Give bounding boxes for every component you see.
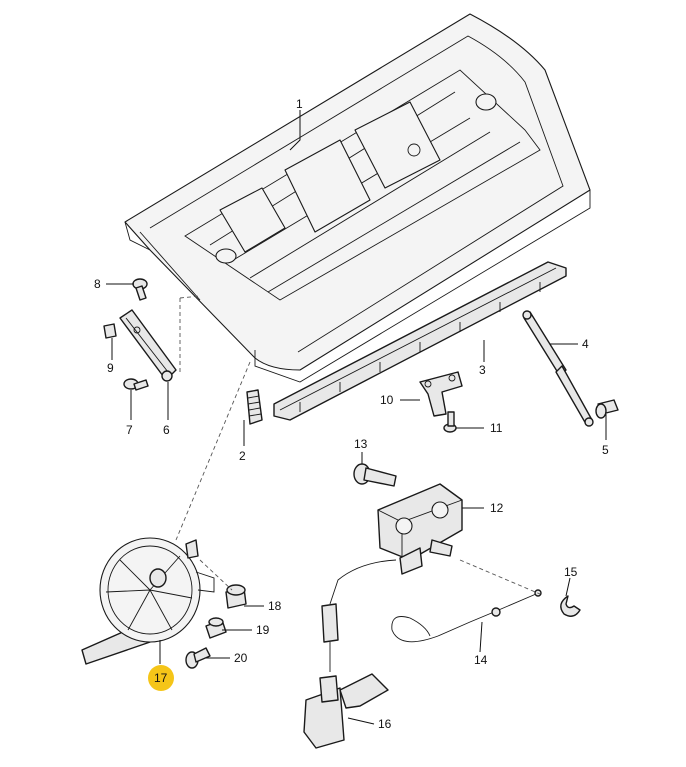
callout-15[interactable]: 15 [564, 565, 578, 579]
callout-4[interactable]: 4 [582, 337, 589, 351]
callout-3[interactable]: 3 [479, 363, 486, 377]
callout-18[interactable]: 18 [268, 599, 282, 613]
callout-10[interactable]: 10 [380, 393, 394, 407]
callout-19[interactable]: 19 [256, 623, 270, 637]
ball-stud[interactable] [595, 399, 619, 419]
callout-6[interactable]: 6 [163, 423, 170, 437]
callout-7[interactable]: 7 [126, 423, 133, 437]
bolt-8[interactable] [132, 278, 148, 301]
cap-9[interactable] [103, 323, 117, 339]
release-cable[interactable] [391, 589, 542, 643]
lock-12[interactable] [377, 483, 463, 575]
bolt-7[interactable] [123, 378, 149, 391]
fan-17[interactable] [81, 537, 215, 665]
hinge[interactable] [119, 309, 177, 382]
spoiler-strip[interactable] [273, 261, 567, 421]
callout-16[interactable]: 16 [378, 717, 392, 731]
grommet-18[interactable] [225, 584, 247, 609]
callout-8[interactable]: 8 [94, 277, 101, 291]
callout-9[interactable]: 9 [107, 361, 114, 375]
callout-20[interactable]: 20 [234, 651, 248, 665]
callout-13[interactable]: 13 [354, 437, 368, 451]
rubber-buffer[interactable] [246, 389, 263, 425]
assembly-lines [175, 295, 541, 595]
bolt-20[interactable] [185, 647, 211, 669]
callout-11[interactable]: 11 [490, 421, 503, 435]
callout-2[interactable]: 2 [239, 449, 246, 463]
screw-11[interactable] [443, 411, 457, 433]
callout-14[interactable]: 14 [474, 653, 488, 667]
nut-19[interactable] [205, 617, 227, 639]
callout-1[interactable]: 1 [296, 97, 303, 111]
callout-5[interactable]: 5 [602, 443, 609, 457]
leader-lines [106, 110, 607, 725]
highlight-badge-17 [148, 665, 174, 691]
callout-12[interactable]: 12 [490, 501, 504, 515]
microswitch-16[interactable] [303, 559, 397, 749]
clip-15[interactable] [560, 595, 581, 617]
bolt-13[interactable] [353, 463, 397, 487]
bracket-10[interactable] [419, 371, 463, 417]
callout-labels: 1 2 3 4 5 6 7 8 9 10 11 12 13 14 15 16 1… [94, 97, 609, 731]
rear-lid-panel[interactable] [124, 13, 591, 383]
callout-17[interactable]: 17 [154, 671, 168, 685]
gas-strut[interactable] [522, 310, 594, 427]
